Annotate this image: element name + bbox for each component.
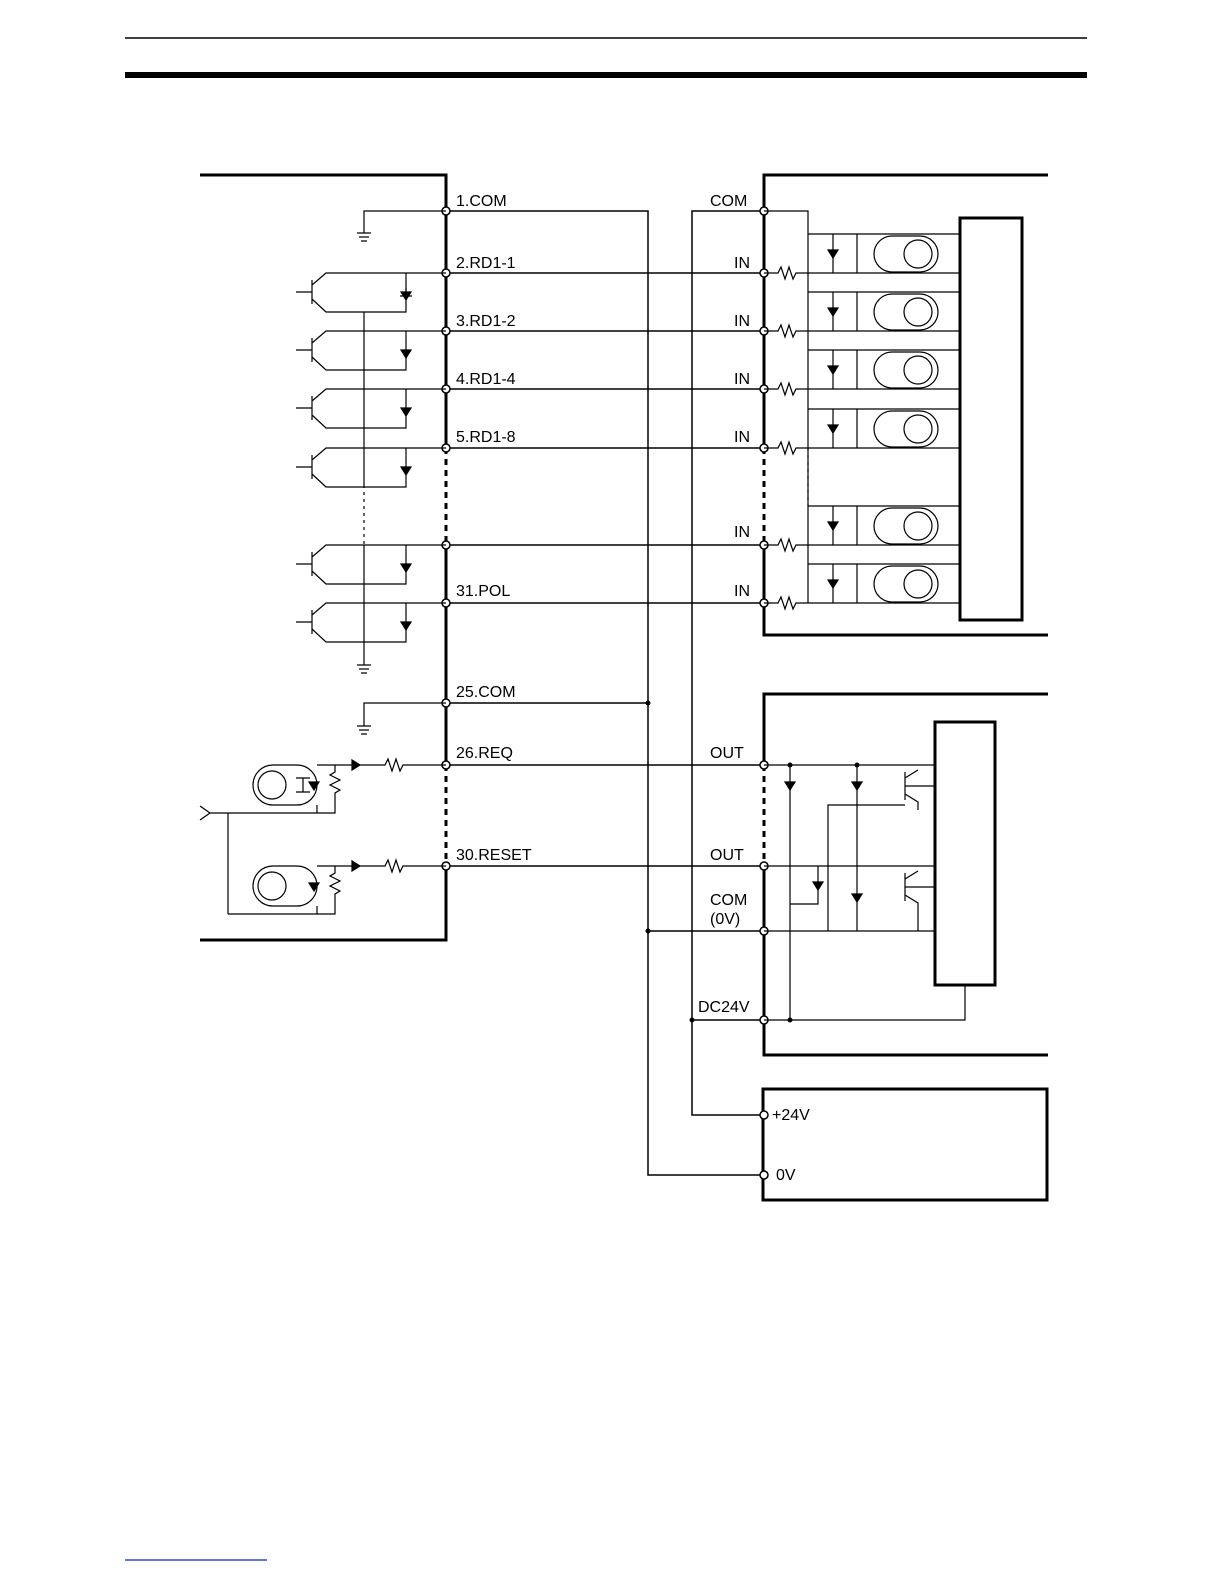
input-opto-3 <box>808 350 960 389</box>
output-circuit-block <box>935 722 995 985</box>
controller-output-transistors <box>357 211 446 673</box>
label-31-pol: 31.POL <box>456 583 510 600</box>
label-0v: 0V <box>776 1167 796 1184</box>
input-opto-6 <box>808 564 960 603</box>
req-input-circuit <box>228 759 446 813</box>
label-2-rd1-1: 2.RD1-1 <box>456 255 516 272</box>
label-1-com: 1.COM <box>456 193 507 210</box>
label-25-com: 25.COM <box>456 684 516 701</box>
controller-device <box>200 175 446 940</box>
transistor-row-5 <box>296 545 446 584</box>
input-opto-2 <box>808 292 960 331</box>
label-in-6: IN <box>734 583 750 600</box>
label-3-rd1-2: 3.RD1-2 <box>456 313 516 330</box>
label-in-3: IN <box>734 371 750 388</box>
output-unit <box>764 694 1048 1055</box>
input-unit-labels: COM IN IN IN IN IN IN <box>710 193 750 600</box>
label-in-5: IN <box>734 524 750 541</box>
input-opto-1 <box>808 234 960 273</box>
label-in-4: IN <box>734 429 750 446</box>
label-plus-24v: +24V <box>772 1107 810 1124</box>
input-opto-5 <box>808 506 960 545</box>
label-dc24v: DC24V <box>698 999 750 1016</box>
ground-25-com <box>357 703 446 734</box>
transistor-row-3 <box>296 389 446 428</box>
label-output-com: COM <box>710 892 747 909</box>
label-4-rd1-4: 4.RD1-4 <box>456 371 516 388</box>
transistor-row-1 <box>296 273 446 312</box>
power-supply-labels: +24V 0V <box>772 1107 810 1184</box>
output-unit-labels: OUT OUT COM (0V) DC24V <box>698 745 750 1016</box>
label-input-com: COM <box>710 193 747 210</box>
input-opto-4 <box>808 409 960 448</box>
input-circuit-block <box>960 218 1022 620</box>
input-unit-internals <box>764 211 808 609</box>
transistor-row-6 <box>296 603 446 642</box>
label-in-1: IN <box>734 255 750 272</box>
label-out-2: OUT <box>710 847 744 864</box>
transistor-row-4 <box>296 448 446 487</box>
reset-input-circuit <box>200 806 446 914</box>
label-in-2: IN <box>734 313 750 330</box>
label-5-rd1-8: 5.RD1-8 <box>456 429 516 446</box>
power-supply <box>763 1089 1047 1200</box>
label-output-com-0v: (0V) <box>710 911 740 928</box>
label-30-reset: 30.RESET <box>456 847 532 864</box>
left-terminal-labels: 1.COM 2.RD1-1 3.RD1-2 4.RD1-4 5.RD1-8 31… <box>456 193 532 864</box>
label-26-req: 26.REQ <box>456 745 513 762</box>
label-out-1: OUT <box>710 745 744 762</box>
transistor-row-2 <box>296 331 446 370</box>
